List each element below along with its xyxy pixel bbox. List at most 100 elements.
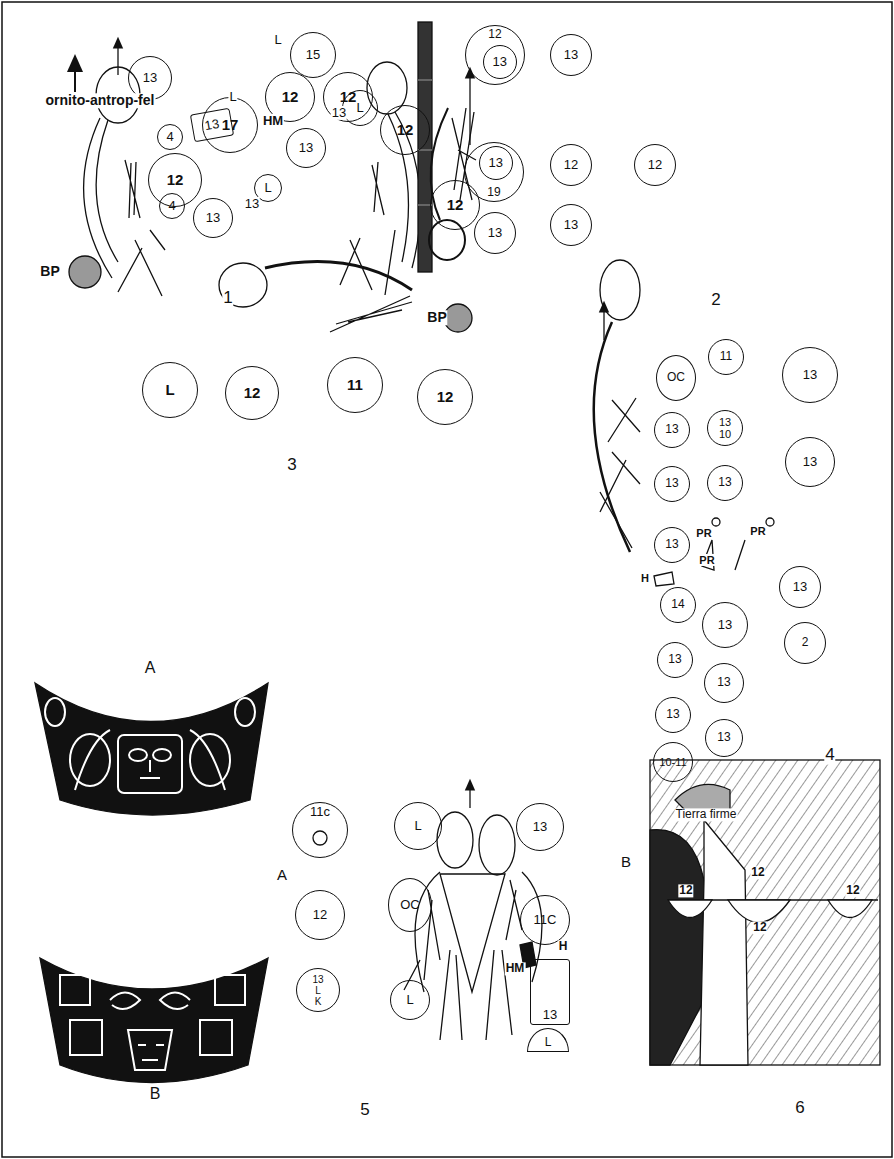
vessel-oval: OC bbox=[388, 878, 432, 932]
plan-label: L bbox=[273, 33, 282, 47]
vessel-circle: 12 bbox=[380, 105, 430, 155]
plan-label: BP bbox=[426, 310, 447, 325]
vessel-type-number: 11C bbox=[534, 913, 557, 927]
vessel-circle: 13 bbox=[657, 642, 693, 678]
vessel-circle: 13 bbox=[707, 465, 743, 501]
vessel-type-number: 13 bbox=[668, 653, 681, 666]
plan-label: PR bbox=[695, 527, 712, 539]
vessel-type-number: 12 bbox=[437, 389, 454, 406]
vessel-type-number: 12 bbox=[397, 122, 414, 139]
vessel-type-number: L bbox=[406, 993, 413, 1007]
vessel-type-number: 13 bbox=[803, 455, 817, 469]
vessel-shape: 13 bbox=[530, 959, 570, 1025]
vessel-type-number: 13 bbox=[543, 1008, 557, 1022]
vessel-type-number: 13 bbox=[793, 580, 807, 594]
vessel-circle: 4 bbox=[157, 124, 183, 150]
vessel-type-number: 12 bbox=[564, 158, 578, 172]
vessel-type-number: 13 bbox=[564, 218, 578, 232]
vessel-type-number: 13 bbox=[488, 156, 502, 170]
plan-label: 12 bbox=[752, 921, 767, 934]
plan-label: Tierra firme bbox=[675, 808, 738, 821]
vessel-type-number: OC bbox=[400, 898, 420, 912]
vessel-circle: 10-11 bbox=[653, 742, 693, 782]
vessel-type-number: 19 bbox=[487, 186, 500, 199]
vessel-oval: OC bbox=[656, 355, 696, 401]
vessel-circle: 12 bbox=[634, 144, 676, 186]
plan-label: 12 bbox=[750, 866, 765, 879]
vessel-type-number: 13 bbox=[666, 708, 679, 721]
vessel-circle: 15 bbox=[290, 32, 336, 78]
vessel-type-number: K bbox=[315, 996, 322, 1007]
vessel-circle: 12 bbox=[225, 366, 279, 420]
plan-label: BP bbox=[39, 264, 60, 279]
vessel-type-number: 13 bbox=[717, 676, 730, 689]
vessel-circle: 11c bbox=[292, 802, 348, 858]
vessel-circle: L bbox=[394, 802, 442, 850]
vessel-type-number: 13 bbox=[719, 416, 731, 428]
plan-label: 6 bbox=[794, 1099, 805, 1118]
plan-label: 3 bbox=[286, 456, 297, 475]
plan-label: ornito-antrop-fel bbox=[45, 93, 156, 108]
vessel-type-number: L bbox=[165, 382, 174, 399]
plan-label: 12 bbox=[845, 884, 860, 897]
plan-label: 5 bbox=[359, 1101, 370, 1120]
plan-label: A bbox=[144, 659, 157, 677]
vessel-circle: 4 bbox=[159, 193, 185, 219]
vessel-type-number: 13 bbox=[533, 820, 547, 834]
vessel-circle: 13 bbox=[654, 412, 690, 448]
vessel-type-number: 11c bbox=[310, 805, 330, 819]
plan-label: B bbox=[620, 854, 632, 871]
plan-label: 13 bbox=[331, 106, 347, 120]
vessel-circle: 13 bbox=[785, 437, 835, 487]
vessel-circle: 13 bbox=[474, 212, 516, 254]
vessel-type-number: 12 bbox=[447, 197, 464, 214]
vessel-type-number: L bbox=[545, 1036, 552, 1049]
vessel-type-number: 10-11 bbox=[659, 756, 686, 768]
vessel-type-number: 12 bbox=[313, 908, 327, 922]
vessel-circle: 13 bbox=[654, 527, 690, 563]
plan-label: A bbox=[276, 867, 288, 884]
plan-label: B bbox=[149, 1085, 162, 1103]
vessel-circle: 11 bbox=[327, 357, 383, 413]
vessel-circle: 12 bbox=[550, 144, 592, 186]
vessel-type-number: 13 bbox=[206, 211, 220, 225]
vessel-type-number: 2 bbox=[802, 636, 809, 649]
vessel-circle: 13 bbox=[702, 602, 748, 648]
plan-label: HM bbox=[505, 962, 526, 975]
vessel-type-number: L bbox=[414, 819, 421, 833]
plan-label: L bbox=[228, 90, 237, 104]
vessel-type-number: 12 bbox=[244, 385, 261, 402]
vessel-circle: 13 bbox=[704, 663, 744, 703]
plan-label: 12 bbox=[678, 884, 693, 897]
vessel-circle: 13 bbox=[779, 566, 821, 608]
plan-label: H bbox=[640, 572, 650, 584]
vessel-type-number: 4 bbox=[168, 199, 175, 213]
vessel-circle: 13 bbox=[193, 198, 233, 238]
vessel-type-number: 12 bbox=[167, 172, 184, 189]
vessel-type-number: 15 bbox=[306, 48, 320, 62]
vessel-type-number: 13 bbox=[665, 538, 678, 551]
vessel-type-number: 13 bbox=[665, 423, 678, 436]
vessel-type-number: L bbox=[356, 101, 363, 115]
plan-label: 2 bbox=[710, 291, 721, 310]
vessel-circle: 13 bbox=[654, 466, 690, 502]
vessel-type-number: 13 bbox=[488, 226, 502, 240]
vessel-type-number: 13 bbox=[665, 477, 678, 490]
vessel-circle: 17 bbox=[202, 97, 258, 153]
vessel-type-number: 11 bbox=[347, 377, 363, 394]
vessel-circle: 12 bbox=[148, 153, 202, 207]
plan-label: 1 bbox=[222, 289, 233, 308]
vessel-type-number: 13 bbox=[492, 55, 506, 69]
vessel-circle: 13 bbox=[550, 204, 592, 246]
vessel-circle: 13 bbox=[286, 128, 326, 168]
plan-label: HM bbox=[262, 114, 284, 128]
vessel-shape: L bbox=[527, 1028, 569, 1052]
plan-label: PR bbox=[698, 554, 715, 566]
vessel-type-number: 12 bbox=[648, 158, 662, 172]
vessel-type-number: 13 bbox=[718, 618, 732, 632]
vessel-type-number: L bbox=[315, 985, 321, 996]
vessel-circle: 13 bbox=[516, 803, 564, 851]
vessel-circle: L bbox=[142, 362, 198, 418]
vessel-circle: 13 bbox=[479, 146, 513, 180]
vessel-type-number: 13 bbox=[803, 368, 817, 382]
